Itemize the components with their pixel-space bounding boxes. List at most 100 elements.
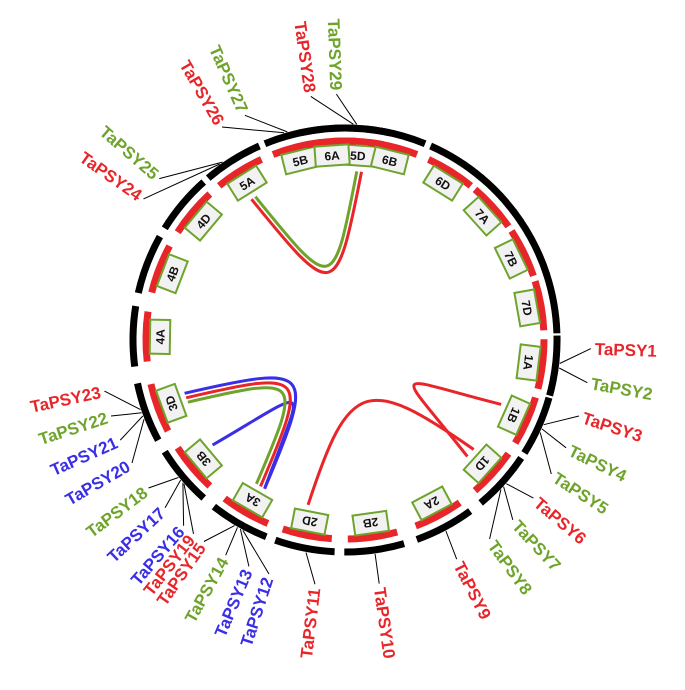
- gene-leader-line: [305, 552, 316, 585]
- chromosome-density-band: [512, 396, 539, 445]
- chromosome-outer-band: [521, 396, 553, 455]
- gene-leader-line: [159, 161, 223, 180]
- chromosome-outer-band: [161, 179, 207, 231]
- chromosome-1d: 1D: [462, 443, 525, 506]
- chromosome-3a: 3A: [211, 481, 274, 541]
- chromosome-box: 5B: [280, 145, 321, 176]
- synteny-link-5a-5d: [250, 171, 363, 275]
- chromosome-2a: 2A: [410, 485, 473, 543]
- gene-label: TaPSY29: [324, 18, 345, 90]
- chromosome-box-frame: [513, 288, 542, 328]
- chromosome-density-band: [142, 311, 152, 362]
- chromosome-box-frame: [493, 237, 530, 280]
- chromosome-label: 7D: [518, 299, 535, 317]
- chromosome-density-band: [426, 156, 474, 189]
- gene-leader-line: [244, 114, 288, 133]
- chromosome-box: 1A: [515, 343, 542, 382]
- chromosome-outer-band: [299, 124, 361, 137]
- chromosome-outer-band: [517, 218, 551, 277]
- chromosome-box-frame: [496, 394, 532, 437]
- chromosome-box: 2A: [410, 485, 453, 522]
- chromosome-box-frame: [155, 252, 190, 295]
- chromosome-6d: 6D: [421, 142, 485, 202]
- chromosome-density-band: [531, 280, 548, 331]
- chromosome-box: 2D: [289, 507, 330, 536]
- chromosome-label: 2A: [421, 493, 441, 513]
- chromosome-density-band: [174, 191, 213, 235]
- gene-tapsy29: TaPSY29: [324, 18, 358, 125]
- gene-leader-line: [539, 432, 552, 475]
- chromosome-box: 7B: [493, 237, 530, 280]
- chromosome-density-band: [347, 528, 399, 543]
- gene-label: TaPSY1: [594, 340, 657, 361]
- chromosome-box-frame: [154, 382, 188, 424]
- gene-leader-line: [221, 126, 285, 134]
- chromosome-4a: 4A: [129, 305, 172, 368]
- chromosome-box-frame: [225, 164, 269, 202]
- gene-leader-line: [445, 530, 458, 560]
- gene-leader-line: [489, 489, 502, 540]
- chromosome-label: 4B: [163, 264, 182, 284]
- gene-leader-line: [506, 483, 534, 499]
- chromosome-density-band: [148, 244, 173, 294]
- chromosome-box: 5A: [225, 164, 269, 202]
- gene-tapsy10: TaPSY10: [370, 553, 399, 660]
- chromosome-density-band: [174, 445, 213, 489]
- chromosome-outer-band: [211, 503, 268, 541]
- gene-leader-line: [182, 482, 185, 526]
- chromosome-box-frame: [313, 143, 351, 168]
- chromosome-outer-band: [161, 449, 207, 501]
- chromosome-outer-band: [546, 335, 561, 397]
- chromosome-box: 4A: [148, 318, 172, 355]
- gene-leader-line: [239, 528, 250, 567]
- chromosome-label: 1B: [504, 405, 523, 425]
- gene-leader-line: [110, 412, 142, 417]
- chromosome-outer-band: [478, 455, 525, 506]
- chromosome-6b: 6B: [366, 125, 427, 176]
- chromosome-2b: 2B: [344, 509, 406, 556]
- synteny-link-3a-3d: [185, 381, 292, 487]
- chromosome-density-band: [472, 451, 512, 494]
- chromosome-outer-band: [429, 142, 485, 181]
- links-layer: [184, 171, 502, 506]
- chromosome-7a: 7A: [462, 174, 525, 237]
- gene-label-layer: TaPSY1TaPSY2TaPSY3TaPSY4TaPSY5TaPSY6TaPS…: [29, 18, 657, 659]
- chromosome-box: 7D: [513, 288, 542, 328]
- chromosome-density-band: [534, 339, 548, 390]
- chromosome-label: 2D: [301, 513, 319, 530]
- gene-leader-line: [503, 486, 514, 521]
- chromosome-label: 5D: [350, 148, 367, 163]
- chromosome-label: 3D: [162, 393, 181, 413]
- chromosome-box: 4B: [155, 252, 190, 295]
- gene-leader-line: [558, 367, 588, 384]
- chromosome-density-band: [222, 495, 270, 527]
- chromosome-density-band: [147, 383, 172, 433]
- gene-leader-line: [242, 530, 270, 575]
- chromosome-box: 6A: [313, 143, 351, 168]
- chromosome-label: 3A: [242, 490, 263, 510]
- gene-leader-line: [104, 390, 141, 411]
- chromosome-box-frame: [289, 507, 330, 536]
- chromosome-box: 3A: [231, 481, 274, 519]
- chromosome-outer-band: [134, 234, 163, 294]
- chromosome-label: 4A: [153, 329, 167, 345]
- gene-leader-line: [310, 95, 354, 125]
- chromosome-label: 6A: [324, 148, 341, 163]
- chromosome-box: 6B: [369, 145, 410, 176]
- gene-tapsy2: TaPSY2: [558, 367, 654, 404]
- gene-leader-line: [203, 525, 235, 542]
- chromosome-label: 5B: [291, 152, 310, 169]
- chromosome-density-band: [508, 229, 537, 278]
- chromosome-density-band: [216, 156, 264, 189]
- gene-leader-line: [119, 415, 144, 441]
- chromosome-box-frame: [515, 343, 542, 382]
- chromosome-box: 7A: [462, 195, 503, 237]
- gene-label: TaPSY2: [589, 375, 653, 404]
- chromosome-box-frame: [183, 200, 224, 242]
- chromosome-outer-band: [274, 536, 335, 556]
- chromosome-box-frame: [351, 509, 391, 537]
- gene-tapsy23: TaPSY23: [29, 383, 141, 417]
- chromosome-outer-band: [478, 174, 525, 225]
